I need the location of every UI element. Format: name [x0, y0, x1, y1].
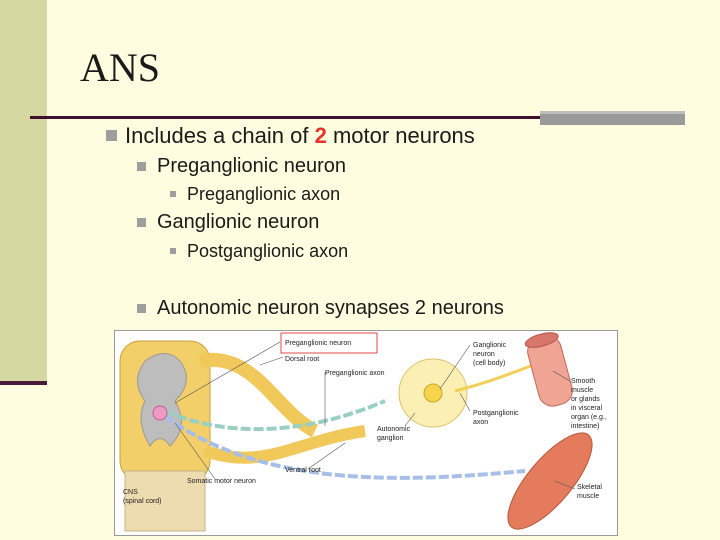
label-dorsal-root: Dorsal root: [285, 356, 319, 363]
skeletal-muscle-figure: [507, 432, 593, 530]
bullet-text: motor neurons: [326, 123, 475, 148]
label-skeletal-muscle: muscle: [577, 493, 599, 500]
bullet-postganglionic-axon: Postganglionic axon: [187, 241, 349, 261]
bullet-preganglionic-neuron: Preganglionic neuron: [157, 155, 347, 177]
neuron-diagram: Preganglionic neuron Dorsal root Pregang…: [114, 330, 618, 536]
label-muscle: muscle: [571, 387, 593, 394]
preganglionic-cell-body: [152, 405, 168, 421]
label-ganglion: ganglion: [377, 435, 404, 442]
title-rule-accent: [540, 111, 685, 125]
preganglionic-axon-path: [164, 399, 386, 432]
ventral-root-path: [203, 425, 366, 464]
neuron-diagram-svg: Preganglionic neuron Dorsal root Pregang…: [119, 332, 607, 532]
left-decor-line: [0, 381, 47, 385]
bullet-text: Includes a chain of: [125, 123, 315, 148]
pointer-lines: [174, 341, 576, 490]
label-ventral-root: Ventral root: [285, 467, 321, 474]
label-preganglionic-axon: Preganglionic axon: [325, 370, 385, 377]
bullet-level1-chain: Includes a chain of 2 motor neurons: [125, 123, 475, 149]
label-ganglionic: Ganglionic: [473, 342, 507, 349]
bullet-highlight-number: 2: [314, 123, 327, 148]
ganglionic-cell-body: [423, 383, 443, 403]
label-intestine: intestine): [571, 423, 599, 430]
bullet-marker-icon: [170, 191, 176, 197]
label-somatic-motor-neuron: Somatic motor neuron: [187, 478, 256, 485]
title-rule: [30, 116, 685, 119]
dorsal-root-path: [198, 352, 319, 438]
label-preganglionic-neuron: Preganglionic neuron: [285, 340, 351, 347]
label-organ: organ (e.g.,: [571, 414, 607, 421]
preganglionic-neuron-label-box: [280, 332, 378, 354]
label-skeletal: Skeletal: [577, 484, 602, 491]
bullet-marker-icon: [137, 162, 146, 171]
left-decor-bar: [0, 0, 47, 385]
label-smooth: Smooth: [571, 378, 595, 385]
bullet-ganglionic-neuron: Ganglionic neuron: [157, 211, 320, 233]
label-cns: CNS: [123, 489, 138, 496]
label-autonomic: Autonomic: [377, 426, 411, 433]
label-neuron: neuron: [473, 351, 495, 358]
label-or-glands: or glands: [571, 396, 600, 403]
somatic-axon-path: [163, 414, 526, 480]
bullet-marker-icon: [106, 130, 117, 141]
label-spinal-cord: (spinal cord): [123, 498, 162, 505]
label-cell-body: (cell body): [473, 360, 505, 367]
slide-title: ANS: [80, 45, 161, 90]
bullet-marker-icon: [137, 304, 146, 313]
bullet-marker-icon: [170, 248, 176, 254]
label-postganglionic: Postganglionic: [473, 410, 519, 417]
smooth-muscle-figure: [524, 332, 573, 407]
label-axon: axon: [473, 419, 488, 426]
bullet-marker-icon: [137, 218, 146, 227]
bullet-preganglionic-axon: Preganglionic axon: [187, 184, 341, 204]
bullet-autonomic-synapses: Autonomic neuron synapses 2 neurons: [157, 297, 504, 319]
label-in-visceral: in visceral: [571, 405, 603, 412]
